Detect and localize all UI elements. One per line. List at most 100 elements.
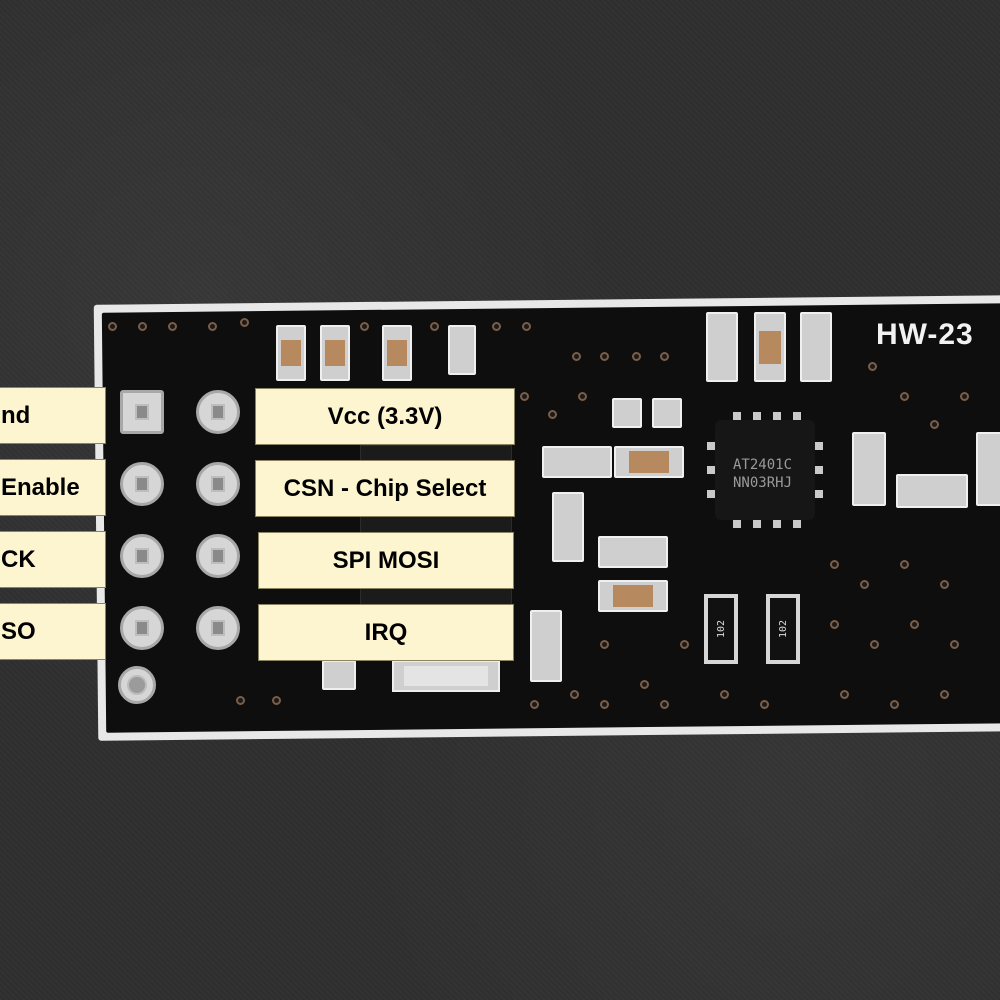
component-detail	[733, 520, 741, 528]
pin-label-csn: CSN - Chip Select	[255, 460, 515, 517]
pin-label-miso: SO	[0, 603, 106, 660]
pcb-via	[530, 700, 539, 709]
ic-marking-line2: NN03RHJ	[733, 475, 793, 491]
component-detail	[404, 666, 488, 686]
component-detail	[815, 442, 823, 450]
pcb-via	[760, 700, 769, 709]
pcb-via	[640, 680, 649, 689]
pin-label-sck: CK	[0, 531, 106, 588]
component-detail	[707, 442, 715, 450]
pcb-via	[520, 392, 529, 401]
pin-pad-sck	[120, 534, 164, 578]
pcb-via	[660, 352, 669, 361]
pcb-via	[168, 322, 177, 331]
pcb-via	[548, 410, 557, 419]
pcb-via	[900, 560, 909, 569]
ic-marking-line1: AT2401C	[733, 457, 793, 473]
capacitor	[614, 446, 684, 478]
capacitor	[530, 610, 562, 682]
capacitor	[320, 325, 350, 381]
capacitor	[852, 432, 886, 506]
pin-pad-ce	[120, 462, 164, 506]
pcb-via	[578, 392, 587, 401]
component-detail	[753, 412, 761, 420]
component-detail	[386, 340, 408, 366]
pcb-via	[572, 352, 581, 361]
component-detail	[211, 404, 225, 420]
pin-pad-csn	[196, 462, 240, 506]
pcb-via	[522, 322, 531, 331]
pcb-via	[600, 352, 609, 361]
pcb-via	[240, 318, 249, 327]
pcb-via	[660, 700, 669, 709]
component-detail	[733, 412, 741, 420]
pcb-via	[868, 362, 877, 371]
pcb-via	[680, 640, 689, 649]
component-detail	[773, 412, 781, 420]
component-detail	[773, 520, 781, 528]
component-detail	[135, 548, 149, 564]
component-detail	[815, 490, 823, 498]
capacitor	[598, 536, 668, 568]
pcb-via	[930, 420, 939, 429]
component-detail	[324, 340, 346, 366]
amplifier-ic: AT2401C NN03RHJ	[707, 412, 823, 528]
component-detail	[707, 490, 715, 498]
inductor	[448, 325, 476, 375]
pcb-via	[108, 322, 117, 331]
pcb-via	[632, 352, 641, 361]
resistor: 102	[766, 594, 800, 664]
component-detail	[211, 476, 225, 492]
crystal-oscillator	[392, 660, 500, 692]
pcb-via	[272, 696, 281, 705]
pcb-via	[830, 560, 839, 569]
pin-label-irq: IRQ	[258, 604, 514, 661]
pcb-via	[950, 640, 959, 649]
pcb-via	[430, 322, 439, 331]
pcb-via	[570, 690, 579, 699]
component-detail	[793, 412, 801, 420]
component-pad	[612, 398, 642, 428]
component-detail	[793, 520, 801, 528]
pcb-via	[600, 700, 609, 709]
capacitor	[276, 325, 306, 381]
component-detail	[127, 675, 147, 695]
pcb-via	[860, 580, 869, 589]
pcb-via	[360, 322, 369, 331]
pcb-via	[840, 690, 849, 699]
pcb-via	[720, 690, 729, 699]
component-detail	[135, 476, 149, 492]
pcb-via	[870, 640, 879, 649]
component-detail	[753, 520, 761, 528]
pcb-via	[890, 700, 899, 709]
pcb-via	[940, 690, 949, 699]
pin-pad-irq	[196, 606, 240, 650]
component-detail	[211, 548, 225, 564]
capacitor	[754, 312, 786, 382]
capacitor	[542, 446, 612, 478]
capacitor	[896, 474, 968, 508]
pcb-via	[900, 392, 909, 401]
pin-label-vcc: Vcc (3.3V)	[255, 388, 515, 445]
pcb-via	[492, 322, 501, 331]
component-detail	[280, 340, 302, 366]
pin-pad-miso	[120, 606, 164, 650]
pin-pad-mosi	[196, 534, 240, 578]
pcb-via	[830, 620, 839, 629]
component-detail	[135, 620, 149, 636]
pin-label-gnd: nd	[0, 387, 106, 444]
pcb-via	[940, 580, 949, 589]
pcb-via	[910, 620, 919, 629]
component-detail	[613, 584, 653, 608]
resistor: 102	[704, 594, 738, 664]
component-pad	[652, 398, 682, 428]
component-detail	[211, 620, 225, 636]
pcb-via	[208, 322, 217, 331]
capacitor	[706, 312, 738, 382]
board-silkscreen: HW-23	[876, 318, 974, 351]
mounting-hole	[118, 666, 156, 704]
component-pad	[322, 660, 356, 690]
component-detail	[815, 466, 823, 474]
pin-pad-gnd	[120, 390, 164, 434]
component-detail	[135, 404, 149, 420]
